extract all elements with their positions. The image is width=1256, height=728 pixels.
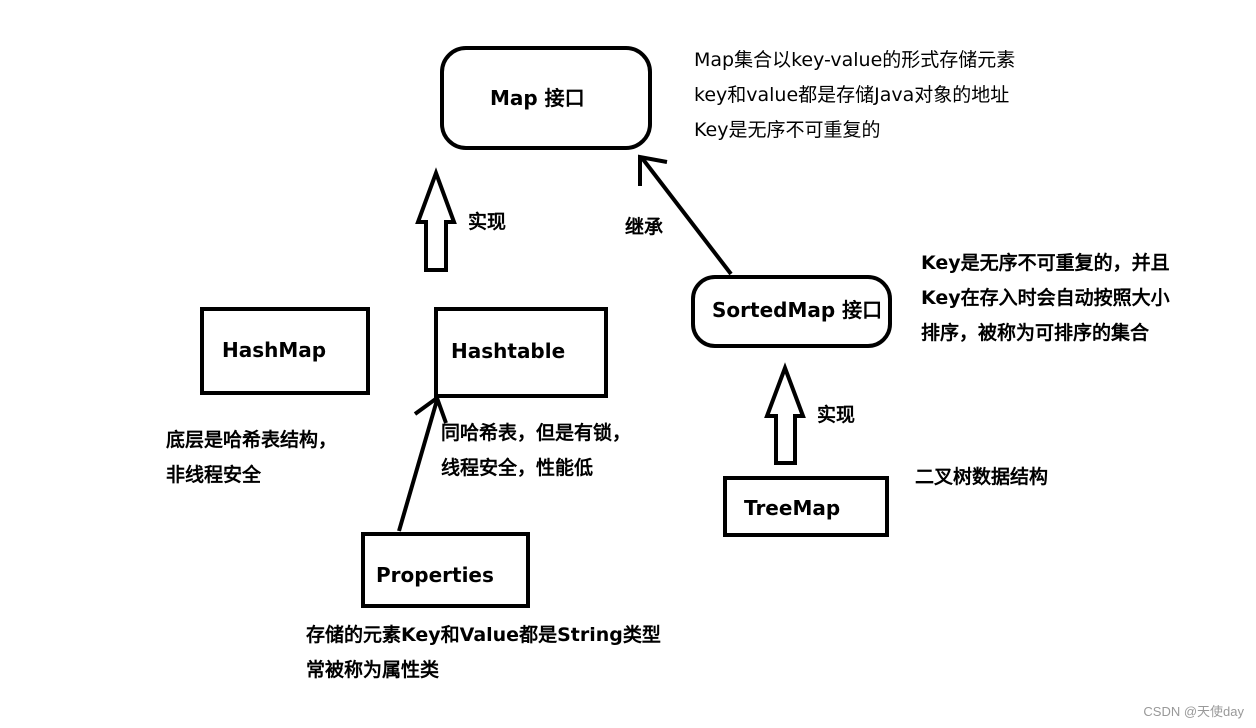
implements-arrow-hashtable-map: [415, 167, 457, 272]
sortedmap-interface-node: [691, 275, 892, 348]
sortedmap-note-line: Key在存入时会自动按照大小: [921, 287, 1170, 309]
implements-arrow-treemap-sortedmap: [764, 362, 806, 465]
hashtable-note-line: 线程安全，性能低: [441, 457, 594, 479]
hashmap-class-node: [200, 307, 370, 395]
hashmap-note-line: 非线程安全: [166, 464, 262, 486]
hashmap-note: 底层是哈希表结构， 非线程安全: [166, 423, 337, 493]
properties-note: 存储的元素Key和Value都是String类型 常被称为属性类: [306, 618, 661, 688]
hashmap-class-label: HashMap: [222, 338, 327, 362]
sortedmap-extends-label: 继承: [625, 216, 664, 238]
hashtable-note: 同哈希表，但是有锁， 线程安全，性能低: [441, 416, 631, 486]
treemap-implements-label: 实现: [817, 404, 856, 426]
properties-note-line: 常被称为属性类: [306, 659, 440, 681]
sortedmap-note-line: 排序，被称为可排序的集合: [921, 322, 1150, 344]
sortedmap-interface-label: SortedMap 接口: [712, 298, 883, 322]
map-interface-node: [440, 46, 652, 150]
treemap-class-label: TreeMap: [744, 496, 841, 520]
hashmap-note-line: 底层是哈希表结构，: [166, 429, 338, 451]
properties-class-label: Properties: [376, 563, 494, 587]
hashtable-class-label: Hashtable: [451, 339, 566, 363]
sortedmap-note: Key是无序不可重复的，并且 Key在存入时会自动按照大小 排序，被称为可排序的…: [921, 246, 1170, 351]
treemap-note-line: 二叉树数据结构: [915, 466, 1049, 488]
map-note: Map集合以key-value的形式存储元素 key和value都是存储Java…: [694, 43, 1015, 148]
hashtable-note-line: 同哈希表，但是有锁，: [441, 422, 632, 444]
map-interface-label: Map 接口: [490, 86, 585, 110]
map-note-line: key和value都是存储Java对象的地址: [694, 84, 1010, 106]
map-note-line: Map集合以key-value的形式存储元素: [694, 49, 1016, 71]
treemap-note: 二叉树数据结构: [915, 460, 1048, 495]
extends-arrow-sortedmap-map: [638, 154, 733, 276]
properties-note-line: 存储的元素Key和Value都是String类型: [306, 624, 661, 646]
properties-class-node: [361, 532, 530, 608]
hashtable-class-node: [434, 307, 608, 398]
extends-arrow-properties-hashtable: [397, 394, 448, 532]
hashtable-implements-label: 实现: [468, 211, 507, 233]
sortedmap-note-line: Key是无序不可重复的，并且: [921, 252, 1170, 274]
treemap-class-node: [723, 476, 889, 537]
map-note-line: Key是无序不可重复的: [694, 119, 881, 141]
csdn-watermark: CSDN @天使day: [1143, 704, 1244, 719]
